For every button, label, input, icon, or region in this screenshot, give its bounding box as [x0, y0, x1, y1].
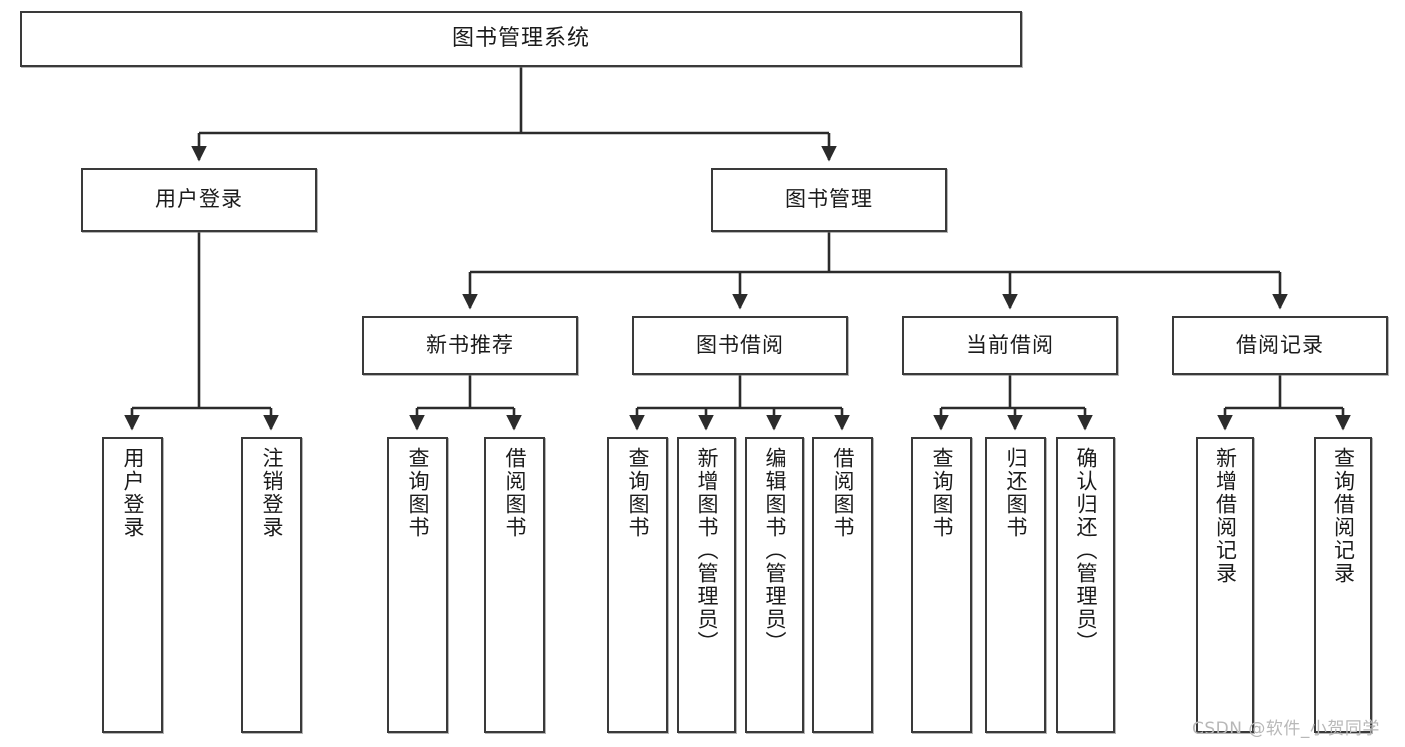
node-current-borrow-label: 当前借阅 [966, 332, 1054, 357]
node-user-login[interactable]: 用户登录 [81, 168, 317, 232]
leaf-add-borrow-record-label: 新增借阅记录 [1213, 447, 1238, 585]
leaf-user-logout-label: 注销登录 [259, 447, 284, 539]
leaf-confirm-return[interactable]: 确认归还（管理员） [1056, 437, 1115, 733]
leaf-user-login-label: 用户登录 [120, 447, 145, 539]
node-book-management-label: 图书管理 [785, 187, 873, 212]
node-new-book-recommend-label: 新书推荐 [426, 332, 514, 357]
leaf-add-borrow-record[interactable]: 新增借阅记录 [1196, 437, 1254, 733]
leaf-borrow-book-2[interactable]: 借阅图书 [812, 437, 873, 733]
node-new-book-recommend[interactable]: 新书推荐 [362, 316, 578, 375]
leaf-edit-book-label: 编辑图书（管理员） [762, 447, 787, 654]
node-root[interactable]: 图书管理系统 [20, 11, 1022, 67]
leaf-query-borrow-record[interactable]: 查询借阅记录 [1314, 437, 1372, 733]
node-borrow-record[interactable]: 借阅记录 [1172, 316, 1388, 375]
leaf-query-book-1[interactable]: 查询图书 [387, 437, 448, 733]
node-root-label: 图书管理系统 [451, 25, 590, 51]
leaf-return-book-label: 归还图书 [1003, 447, 1028, 539]
leaf-query-book-3-label: 查询图书 [929, 447, 954, 539]
leaf-query-borrow-record-label: 查询借阅记录 [1331, 447, 1356, 585]
leaf-add-book[interactable]: 新增图书（管理员） [677, 437, 736, 733]
node-book-borrow[interactable]: 图书借阅 [632, 316, 848, 375]
node-borrow-record-label: 借阅记录 [1236, 332, 1324, 357]
leaf-edit-book[interactable]: 编辑图书（管理员） [745, 437, 804, 733]
node-book-borrow-label: 图书借阅 [696, 332, 784, 357]
leaf-query-book-3[interactable]: 查询图书 [911, 437, 972, 733]
leaf-borrow-book-1-label: 借阅图书 [502, 447, 527, 539]
leaf-user-login[interactable]: 用户登录 [102, 437, 163, 733]
node-user-login-label: 用户登录 [155, 187, 243, 212]
csdn-watermark: CSDN @软件_小贺同学 [1192, 719, 1380, 739]
leaf-add-book-label: 新增图书（管理员） [694, 447, 719, 654]
node-book-management[interactable]: 图书管理 [711, 168, 947, 232]
leaf-query-book-2-label: 查询图书 [625, 447, 650, 539]
leaf-query-book-2[interactable]: 查询图书 [607, 437, 668, 733]
node-current-borrow[interactable]: 当前借阅 [902, 316, 1118, 375]
leaf-query-book-1-label: 查询图书 [405, 447, 430, 539]
leaf-return-book[interactable]: 归还图书 [985, 437, 1046, 733]
leaf-borrow-book-2-label: 借阅图书 [830, 447, 855, 539]
leaf-confirm-return-label: 确认归还（管理员） [1073, 447, 1098, 654]
leaf-user-logout[interactable]: 注销登录 [241, 437, 302, 733]
leaf-borrow-book-1[interactable]: 借阅图书 [484, 437, 545, 733]
